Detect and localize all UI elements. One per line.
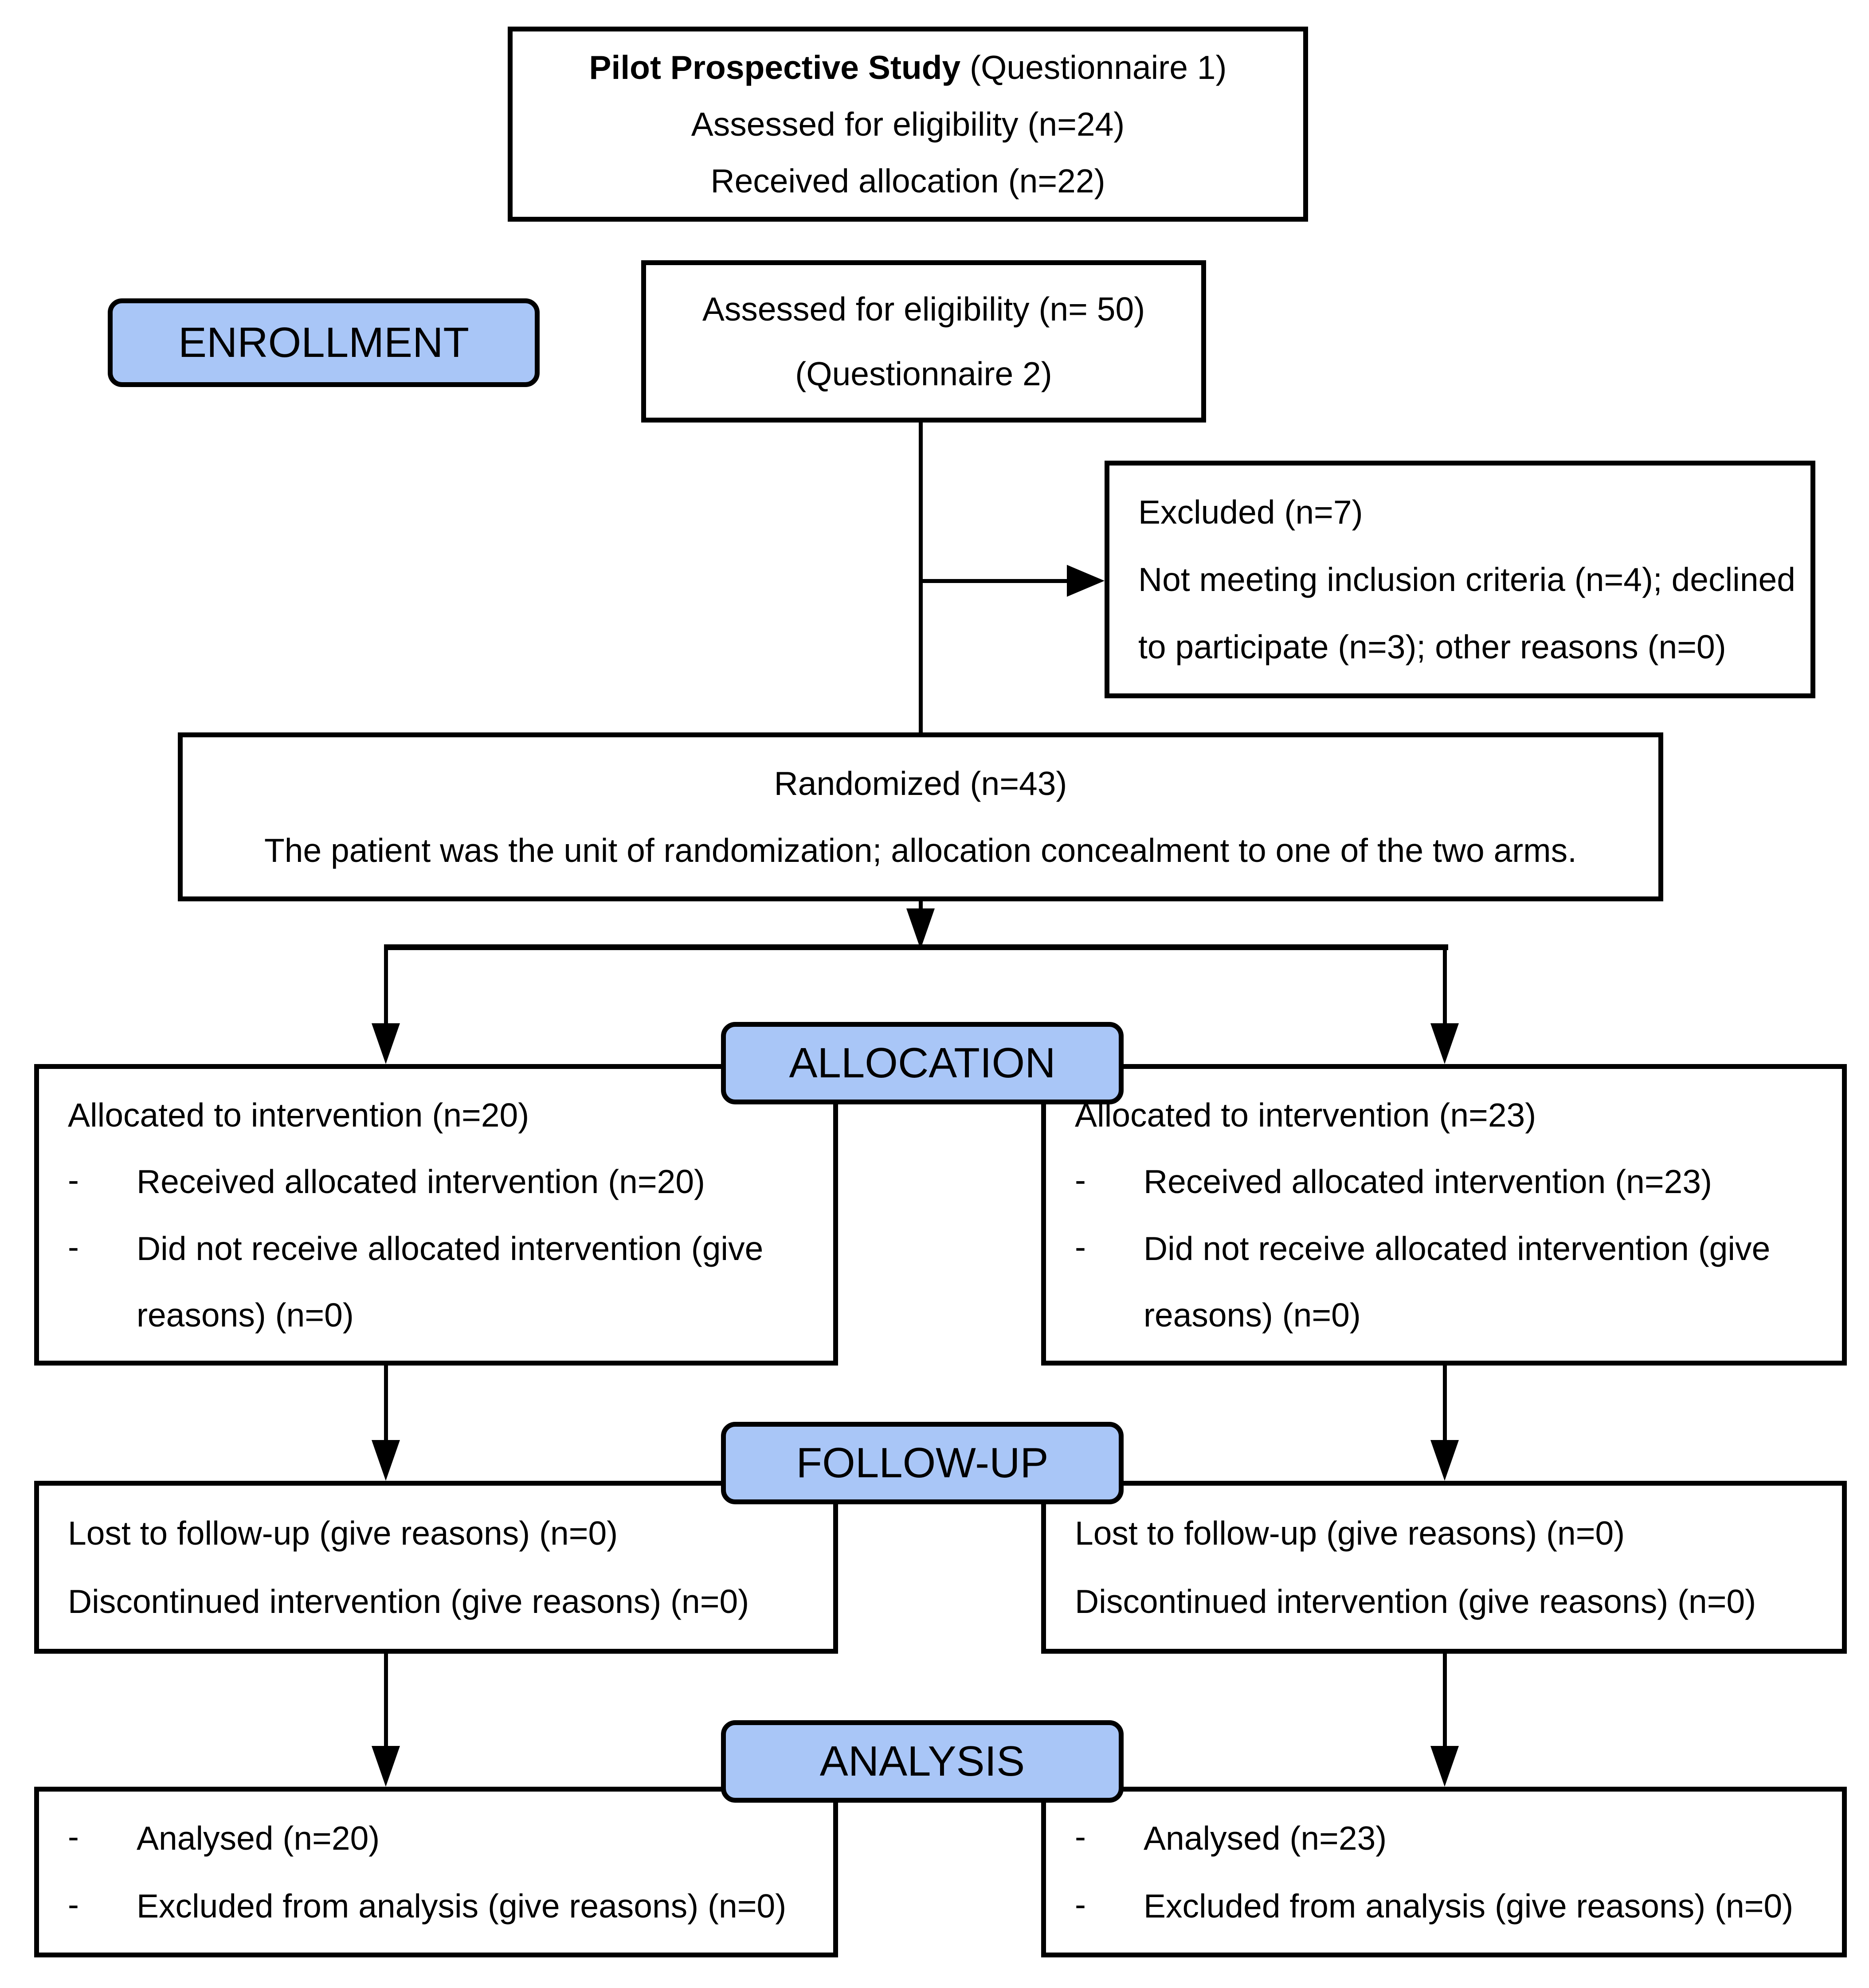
- enrollment-label-text: ENROLLMENT: [178, 319, 470, 366]
- allocation-left-bullet2-line2: reasons) (n=0): [137, 1296, 354, 1334]
- arrowhead-alloc-right-icon: [1430, 1023, 1459, 1064]
- allocation-right-box: Allocated to intervention (n=23) - Recei…: [1041, 1064, 1847, 1366]
- bullet-dash: -: [68, 1228, 79, 1265]
- arrowhead-analysis-left-icon: [372, 1746, 400, 1787]
- randomized-box: Randomized (n=43) The patient was the un…: [178, 732, 1663, 901]
- excluded-line2: Not meeting inclusion criteria (n=4); de…: [1138, 561, 1795, 598]
- analysis-right-bullet1-text: Analysed (n=23): [1144, 1820, 1387, 1857]
- followup-left-line1: Lost to follow-up (give reasons) (n=0): [68, 1514, 618, 1552]
- analysis-left-box: - Analysed (n=20) - Excluded from analys…: [34, 1787, 838, 1957]
- followup-right-line1: Lost to follow-up (give reasons) (n=0): [1075, 1514, 1625, 1552]
- assessed-line1: Assessed for eligibility (n= 50): [702, 290, 1145, 328]
- pilot-study-box: Pilot Prospective Study (Questionnaire 1…: [508, 27, 1308, 222]
- analysis-right-bullet1: - Analysed (n=23): [1046, 1817, 1842, 1859]
- line-alloc-to-followup-left: [384, 1366, 388, 1445]
- allocation-right-bullet1-text: Received allocated intervention (n=23): [1144, 1163, 1712, 1200]
- bullet-dash: -: [1075, 1161, 1086, 1198]
- bullet-dash: -: [1075, 1818, 1086, 1855]
- arrowhead-into-excluded-icon: [1067, 565, 1105, 597]
- line-assessed-to-randomized: [919, 423, 923, 733]
- line-split-to-alloc-left: [384, 949, 388, 1026]
- pilot-assessed-line: Assessed for eligibility (n=24): [691, 106, 1125, 143]
- allocation-left-bullet1: - Received allocated intervention (n=20): [39, 1161, 833, 1202]
- excluded-box: Excluded (n=7) Not meeting inclusion cri…: [1105, 461, 1815, 698]
- stage-label-analysis: ANALYSIS: [721, 1720, 1124, 1803]
- assessed-line2: (Questionnaire 2): [795, 355, 1052, 392]
- pilot-study-title-bold: Pilot Prospective Study: [589, 49, 961, 86]
- stage-label-enrollment: ENROLLMENT: [108, 298, 540, 387]
- randomized-line2: The patient was the unit of randomizatio…: [264, 832, 1577, 869]
- analysis-left-bullet2-text: Excluded from analysis (give reasons) (n…: [137, 1887, 787, 1925]
- analysis-left-bullet1-text: Analysed (n=20): [137, 1820, 380, 1857]
- arrowhead-followup-right-icon: [1430, 1440, 1459, 1481]
- bullet-dash: -: [1075, 1885, 1086, 1923]
- assessed-eligibility-box: Assessed for eligibility (n= 50) (Questi…: [641, 260, 1206, 423]
- stage-label-allocation: ALLOCATION: [721, 1022, 1124, 1104]
- analysis-label-text: ANALYSIS: [819, 1738, 1025, 1785]
- stage-label-followup: FOLLOW-UP: [721, 1422, 1124, 1504]
- analysis-right-bullet2-text: Excluded from analysis (give reasons) (n…: [1144, 1887, 1794, 1925]
- excluded-line1: Excluded (n=7): [1138, 493, 1363, 531]
- followup-left-line2: Discontinued intervention (give reasons)…: [68, 1583, 749, 1620]
- allocation-right-header: Allocated to intervention (n=23): [1075, 1096, 1536, 1134]
- line-split-horizontal: [384, 944, 1448, 950]
- followup-right-line2: Discontinued intervention (give reasons)…: [1075, 1583, 1756, 1620]
- followup-right-box: Lost to follow-up (give reasons) (n=0) D…: [1041, 1481, 1847, 1654]
- pilot-received-line: Received allocation (n=22): [710, 162, 1105, 200]
- bullet-dash: -: [68, 1885, 79, 1923]
- arrowhead-followup-left-icon: [372, 1440, 400, 1481]
- line-followup-to-analysis-left: [384, 1654, 388, 1751]
- analysis-left-bullet2: - Excluded from analysis (give reasons) …: [39, 1885, 833, 1927]
- pilot-study-title: Pilot Prospective Study (Questionnaire 1…: [513, 47, 1303, 88]
- allocation-left-header: Allocated to intervention (n=20): [68, 1096, 529, 1134]
- allocation-left-bullet1-text: Received allocated intervention (n=20): [137, 1163, 705, 1200]
- arrowhead-randomized-split-icon: [906, 908, 935, 949]
- bullet-dash: -: [1075, 1228, 1086, 1265]
- line-split-to-alloc-right: [1443, 949, 1447, 1026]
- bullet-dash: -: [68, 1161, 79, 1198]
- allocation-label-text: ALLOCATION: [789, 1039, 1056, 1087]
- analysis-right-bullet2: - Excluded from analysis (give reasons) …: [1046, 1885, 1842, 1927]
- analysis-right-box: - Analysed (n=23) - Excluded from analys…: [1041, 1787, 1847, 1957]
- excluded-line3: to participate (n=3); other reasons (n=0…: [1138, 628, 1726, 665]
- allocation-left-bullet2: - Did not receive allocated intervention…: [39, 1228, 833, 1336]
- analysis-left-bullet1: - Analysed (n=20): [39, 1817, 833, 1859]
- allocation-left-bullet2-line1: Did not receive allocated intervention (…: [137, 1229, 764, 1267]
- followup-left-box: Lost to follow-up (give reasons) (n=0) D…: [34, 1481, 838, 1654]
- line-followup-to-analysis-right: [1443, 1654, 1447, 1751]
- randomized-line1: Randomized (n=43): [774, 765, 1067, 802]
- allocation-right-bullet2: - Did not receive allocated intervention…: [1046, 1228, 1842, 1336]
- allocation-right-bullet2-line2: reasons) (n=0): [1144, 1296, 1361, 1334]
- line-alloc-to-followup-right: [1443, 1366, 1447, 1445]
- line-branch-to-excluded: [921, 579, 1071, 583]
- allocation-left-box: Allocated to intervention (n=20) - Recei…: [34, 1064, 838, 1366]
- arrowhead-analysis-right-icon: [1430, 1746, 1459, 1787]
- bullet-dash: -: [68, 1818, 79, 1855]
- followup-label-text: FOLLOW-UP: [796, 1439, 1049, 1487]
- pilot-study-title-rest: (Questionnaire 1): [960, 49, 1227, 86]
- arrowhead-alloc-left-icon: [372, 1023, 400, 1064]
- allocation-right-bullet1: - Received allocated intervention (n=23): [1046, 1161, 1842, 1202]
- allocation-right-bullet2-line1: Did not receive allocated intervention (…: [1144, 1229, 1771, 1267]
